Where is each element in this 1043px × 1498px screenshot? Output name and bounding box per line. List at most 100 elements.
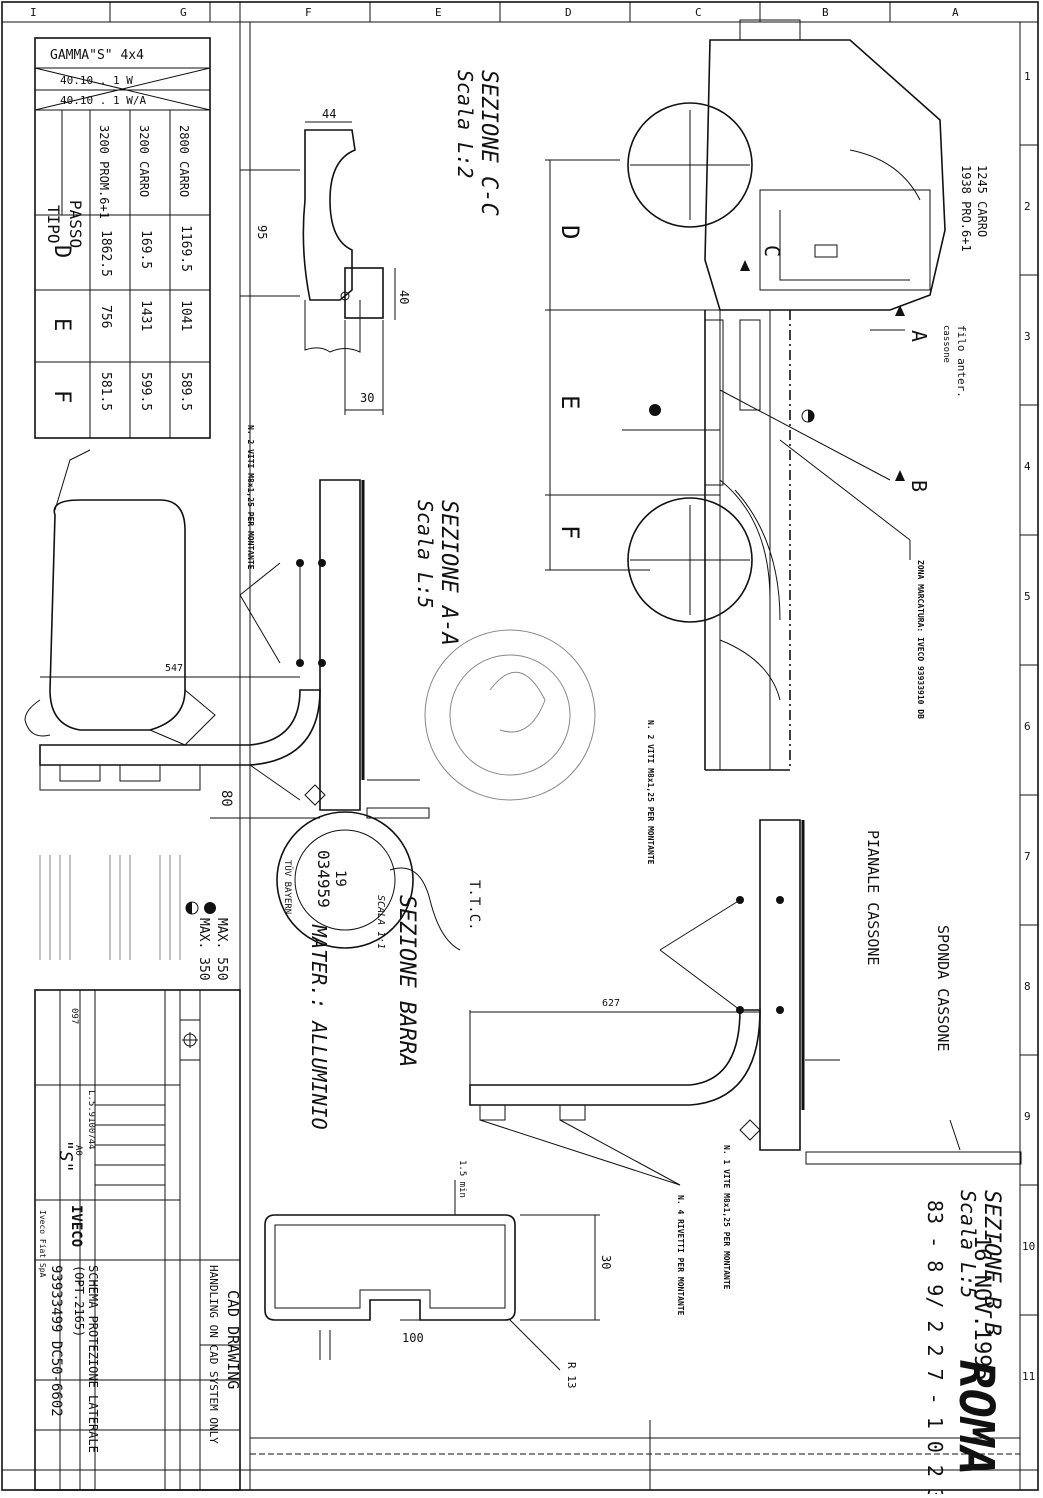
grid-letter: B: [822, 6, 829, 19]
grid-number: 3: [1024, 330, 1031, 343]
section-bb-title: SEZIONE B-B: [979, 1190, 1004, 1336]
grid-letter: C: [695, 6, 702, 19]
section-cc-title: SEZIONE C-C: [476, 70, 501, 216]
col-type: F: [49, 390, 74, 403]
max-legend: MAX. 550 MAX. 350: [185, 901, 229, 981]
dim-label: 547: [165, 663, 183, 674]
grid-letter: A: [952, 6, 959, 19]
dim-label: 30: [599, 1255, 613, 1269]
col-type: D: [49, 245, 74, 258]
note-filo: filo anter.: [955, 325, 968, 398]
max-550-label: MAX. 550: [214, 918, 229, 981]
series-label: "S": [55, 1140, 76, 1173]
dim-e: E: [556, 395, 584, 409]
ttc-label: T.T.C.: [466, 880, 482, 931]
grid-number: 6: [1024, 720, 1031, 733]
drawing-number: 93933499 DC50-6602: [48, 1265, 64, 1417]
table-cell: 581.5: [98, 372, 113, 411]
section-aa-scale: Scala L:5: [413, 500, 437, 608]
grid-letter: G: [180, 6, 187, 19]
sheet-code: 097: [69, 1008, 79, 1024]
section-bb-view: 627 N. 2 VITI M8x1,25 PER MONTANTE N. 1 …: [469, 720, 1022, 1336]
dim-label: 627: [602, 998, 620, 1009]
table-cell: 756: [98, 305, 113, 328]
drawing-title-line2: (OPT.2165): [72, 1265, 86, 1337]
cad-drawing-label: CAD DRAWING: [224, 1290, 242, 1389]
round-stamp: [424, 629, 596, 801]
grid-number: 7: [1024, 850, 1031, 863]
table-cell: 599.5: [138, 372, 153, 411]
note-filo-2: cassone: [941, 325, 951, 363]
tuv-ring-text: TÜV BAYERN: [282, 860, 293, 914]
grid-number: 1: [1024, 70, 1031, 83]
section-barra-view: 30 100 1.5 min R 13 SEZIONE BARRA SCALA …: [264, 895, 613, 1389]
tuv-number: 034959: [314, 850, 333, 908]
tuv-stamp: 034959 19 TÜV BAYERN T.T.C.: [276, 811, 482, 951]
dim-label: 30: [360, 391, 374, 405]
table-cell: 1169.5: [178, 225, 193, 272]
grid-letter: F: [305, 6, 312, 19]
stamp-date: 16 NOV.1995: [969, 1235, 994, 1381]
dim-label: 44: [322, 107, 336, 121]
note-rivetti: N. 4 RIVETTI PER MONTANTE: [676, 1195, 685, 1316]
table-cell: 1041: [178, 300, 193, 331]
cad-handling-label: HANDLING ON CAD SYSTEM ONLY: [207, 1265, 220, 1444]
dim-label: 95: [255, 225, 269, 239]
drawing-title-line1: SCHEMA PROTEZIONE LATERALE: [86, 1265, 100, 1453]
dim-label: 1.5 min: [457, 1160, 467, 1198]
stamp-city: ROMA: [948, 1360, 1004, 1476]
note-1938: 1938 PRO.6+1: [959, 165, 973, 252]
passo-header: PASSO: [66, 200, 85, 248]
max-350-label: MAX. 350: [196, 918, 211, 981]
tuv-sub: 19: [332, 870, 348, 887]
grid-number: 4: [1024, 460, 1031, 473]
section-aa-title: SEZIONE A-A: [436, 500, 461, 646]
grid-number: 8: [1024, 980, 1031, 993]
label-a: A: [907, 330, 931, 342]
grid-number: 5: [1024, 590, 1031, 603]
section-barra-scale: SCALA 1:1: [375, 895, 386, 949]
grid-number: 11: [1022, 1370, 1035, 1383]
table-cell: 589.5: [178, 372, 193, 411]
grid-letter: E: [435, 6, 442, 19]
note-pianale: PIANALE CASSONE: [864, 830, 882, 965]
table-cell: 169.5: [138, 230, 153, 269]
dim-f: F: [556, 525, 584, 539]
note-viti-bb: N. 2 VITI M8x1,25 PER MONTANTE: [646, 720, 655, 865]
tipo-header: TIPO: [44, 205, 63, 244]
label-b: B: [907, 480, 931, 492]
passo-value: 2800 CARRO: [177, 125, 191, 197]
grid-letter: D: [565, 6, 572, 19]
dim-label: R 13: [565, 1362, 578, 1389]
roma-date-stamp: ROMA 16 NOV.1995 83 - 8 9/ 2 2 7 - 1 0 2…: [923, 1200, 1004, 1498]
passo-value: 3200 CARRO: [137, 125, 151, 197]
passo-value: 3200 PROM.6+1: [97, 125, 111, 219]
table-row2: 40.10 . 1 W/A: [60, 94, 146, 107]
dim-label: 100: [402, 1331, 424, 1345]
gamma-table: GAMMA"S" 4x4 40.10 . 1 W 40.10 . 1 W/A T…: [34, 37, 211, 439]
table-cell: 1431: [138, 300, 153, 331]
table-cell: 1862.5: [98, 230, 113, 277]
section-bb-scale: Scala L:5: [956, 1190, 980, 1298]
note-vite-1: N. 1 VITE M8x1,25 PER MONTANTE: [722, 1145, 731, 1290]
revision-a0: A0: [73, 1145, 83, 1156]
table-row1: 40.10 . 1 W: [60, 74, 133, 87]
company-subtitle: Iveco Fiat SpA: [38, 1210, 47, 1278]
title-block: CAD DRAWING HANDLING ON CAD SYSTEM ONLY …: [34, 989, 242, 1491]
fine-print-notes: [39, 855, 181, 960]
note-zona: ZONA MARCATURA: IVECO 93933910 DB: [916, 560, 925, 719]
bottom-strip: [250, 1420, 1020, 1490]
grid-number: 10: [1022, 1240, 1035, 1253]
col-type: E: [49, 318, 74, 331]
stamp-number: 83 - 8 9/ 2 2 7 - 1 0 2 3 * 0: [923, 1200, 947, 1494]
note-1245: 1245 CARRO: [975, 165, 989, 237]
revision-code: L.5.9100744: [86, 1090, 96, 1150]
section-cc-scale: Scala L:2: [453, 70, 477, 178]
material-note: MATER.: ALLUMINIO: [307, 924, 331, 1130]
section-aa-view: 547 80 N. 2 VITI M8x1,25 PER MONTANTE SE…: [24, 425, 461, 819]
dim-d: D: [556, 225, 584, 239]
section-barra-title: SEZIONE BARRA: [394, 895, 419, 1067]
